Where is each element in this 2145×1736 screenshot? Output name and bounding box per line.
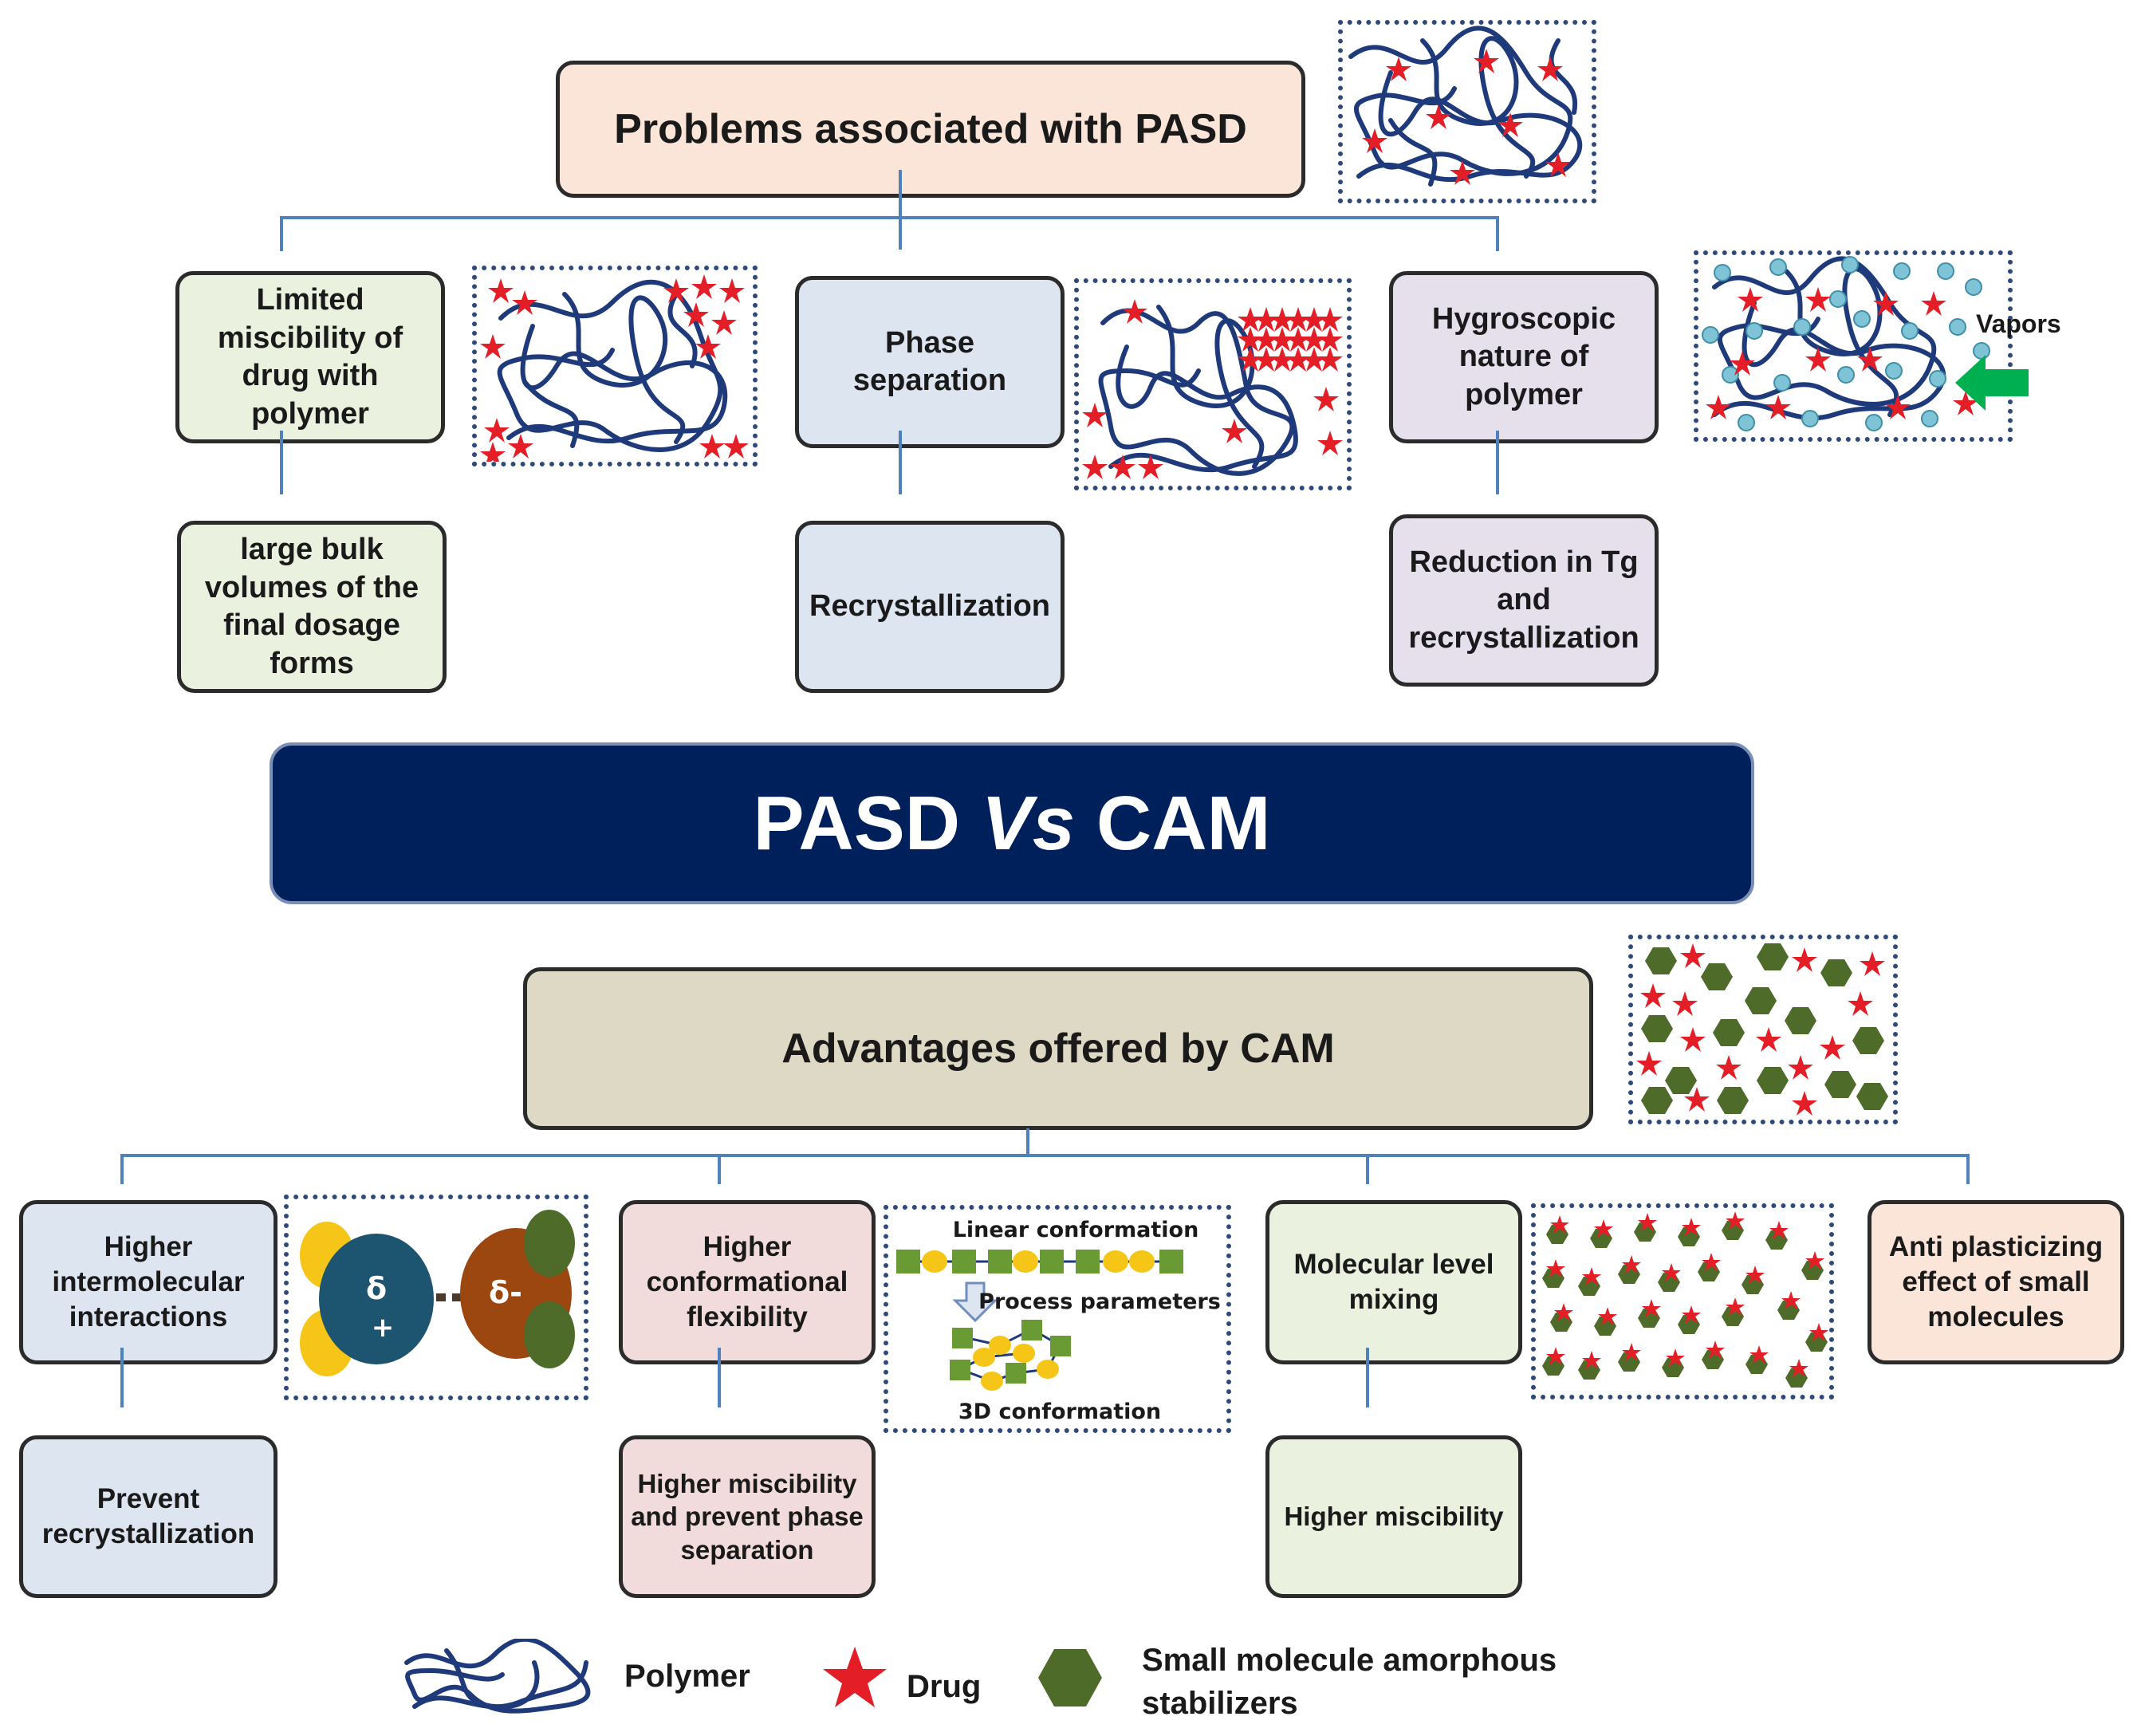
recrystallization-box: Recrystallization [795,521,1065,693]
vapor-icons [1702,256,1990,431]
connector [1366,1154,1369,1184]
connector [1496,431,1499,494]
drug-icons [480,274,749,462]
reduction-tg-text: Reduction in Tg and recrystallization [1408,545,1639,655]
pasd-vs-cam-banner: PASD Vs CAM [270,742,1754,904]
connector [1366,1348,1369,1407]
connector [718,1348,721,1407]
3d-conformation-label: 3D conformation [958,1399,1161,1424]
cam-illustration [1628,935,1898,1124]
molecular-level-box: Molecular level mixing [1265,1200,1522,1364]
delta-plus-label: δ [366,1271,387,1306]
stabilizer-legend-icon [1038,1649,1102,1706]
prevent-recrystallization-text: Prevent recrystallization [41,1483,255,1549]
hygroscopic-text: Hygroscopic nature of polymer [1431,301,1616,411]
pasd-illustration [1338,20,1596,203]
large-bulk-text: large bulk volumes of the final dosage f… [204,533,419,680]
stabilizer-legend-label: Small molecule amorphous stabilizers [1142,1639,1557,1725]
higher-miscibility-prevent-box: Higher miscibility and prevent phase sep… [619,1435,876,1598]
connector [280,431,283,494]
connector [120,1348,124,1407]
pasd-illustration-drug-icons [1362,49,1571,185]
vapors-label: Vapors [1976,309,2061,338]
green-lobe-icon [524,1301,575,1368]
drug-legend-icon [823,1647,887,1707]
banner-right: CAM [1075,780,1271,866]
process-parameters-label: Process parameters [978,1289,1221,1314]
positive-molecule-icon [319,1234,434,1364]
connector [899,431,902,494]
phase-separation-box: Phase separation [795,276,1065,448]
connector [120,1154,1970,1157]
connector [280,216,1499,219]
limited-miscibility-box: Limited miscibility of drug with polymer [175,271,445,443]
anti-plasticizing-text: Anti plasticizing effect of small molecu… [1888,1231,2104,1333]
connector [1026,1128,1029,1155]
connector [280,216,283,251]
stabilizer-icons [1641,943,1888,1114]
reduction-tg-box: Reduction in Tg and recrystallization [1389,514,1659,687]
higher-miscibility-text: Higher miscibility [1284,1502,1504,1532]
banner-middle: Vs [981,780,1076,866]
higher-intermolecular-text: Higher intermolecular interactions [52,1231,245,1333]
advantages-title: Advantages offered by CAM [781,1025,1335,1072]
problems-title: Problems associated with PASD [614,105,1247,152]
linear-conformation-label: Linear conformation [953,1218,1199,1242]
phase-separation-text: Phase separation [852,325,1007,398]
connector [899,170,902,250]
conformation-illustration: Linear conformation Process parameters [884,1205,1231,1433]
connector [1496,216,1499,251]
anti-plasticizing-box: Anti plasticizing effect of small molecu… [1868,1200,2124,1364]
connector [718,1154,721,1184]
limited-miscibility-text: Limited miscibility of drug with polymer [217,283,403,431]
limited-miscibility-illustration [472,266,758,466]
polymer-legend-icon [404,1639,591,1714]
large-bulk-box: large bulk volumes of the final dosage f… [177,521,447,693]
intermolecular-illustration: δ + δ- [284,1195,588,1400]
stabilizer-legend-line2: stabilizers [1142,1686,1298,1721]
drug-cluster-icons [1082,299,1343,479]
problems-title-box: Problems associated with PASD [556,61,1305,198]
linear-chain-icon [896,1250,1183,1273]
higher-conformational-text: Higher conformational flexibility [646,1231,848,1333]
drug-icons [1636,943,1885,1116]
down-arrow-icon [952,1281,998,1323]
green-lobe-icon [524,1210,575,1277]
arrow-icon [1955,355,2029,411]
drug-icons [1706,287,1978,419]
higher-intermolecular-box: Higher intermolecular interactions [19,1200,277,1364]
advantages-title-box: Advantages offered by CAM [523,967,1593,1130]
3d-chain-icon [950,1320,1071,1391]
connector [120,1154,124,1184]
recrystallization-text: Recrystallization [809,589,1050,624]
drug-legend-label: Drug [907,1669,982,1704]
polymer-legend-label: Polymer [624,1659,750,1694]
connector [1966,1154,1970,1184]
delta-minus-label: δ- [489,1275,522,1310]
hygroscopic-box: Hygroscopic nature of polymer [1389,271,1659,443]
banner-left: PASD [753,780,982,866]
higher-miscibility-box: Higher miscibility [1265,1435,1522,1598]
hygroscopic-illustration [1694,250,2013,442]
higher-miscibility-prevent-text: Higher miscibility and prevent phase sep… [631,1469,864,1565]
prevent-recrystallization-box: Prevent recrystallization [19,1435,277,1598]
stabilizer-legend-line1: Small molecule amorphous [1142,1643,1557,1678]
higher-conformational-box: Higher conformational flexibility [619,1200,876,1364]
phase-separation-illustration [1074,278,1352,490]
drug-stabilizer-pair-icons [1542,1211,1828,1388]
molecular-mixing-illustration [1531,1203,1834,1399]
plus-sign-label: + [372,1312,395,1344]
molecular-level-text: Molecular level mixing [1293,1249,1494,1315]
